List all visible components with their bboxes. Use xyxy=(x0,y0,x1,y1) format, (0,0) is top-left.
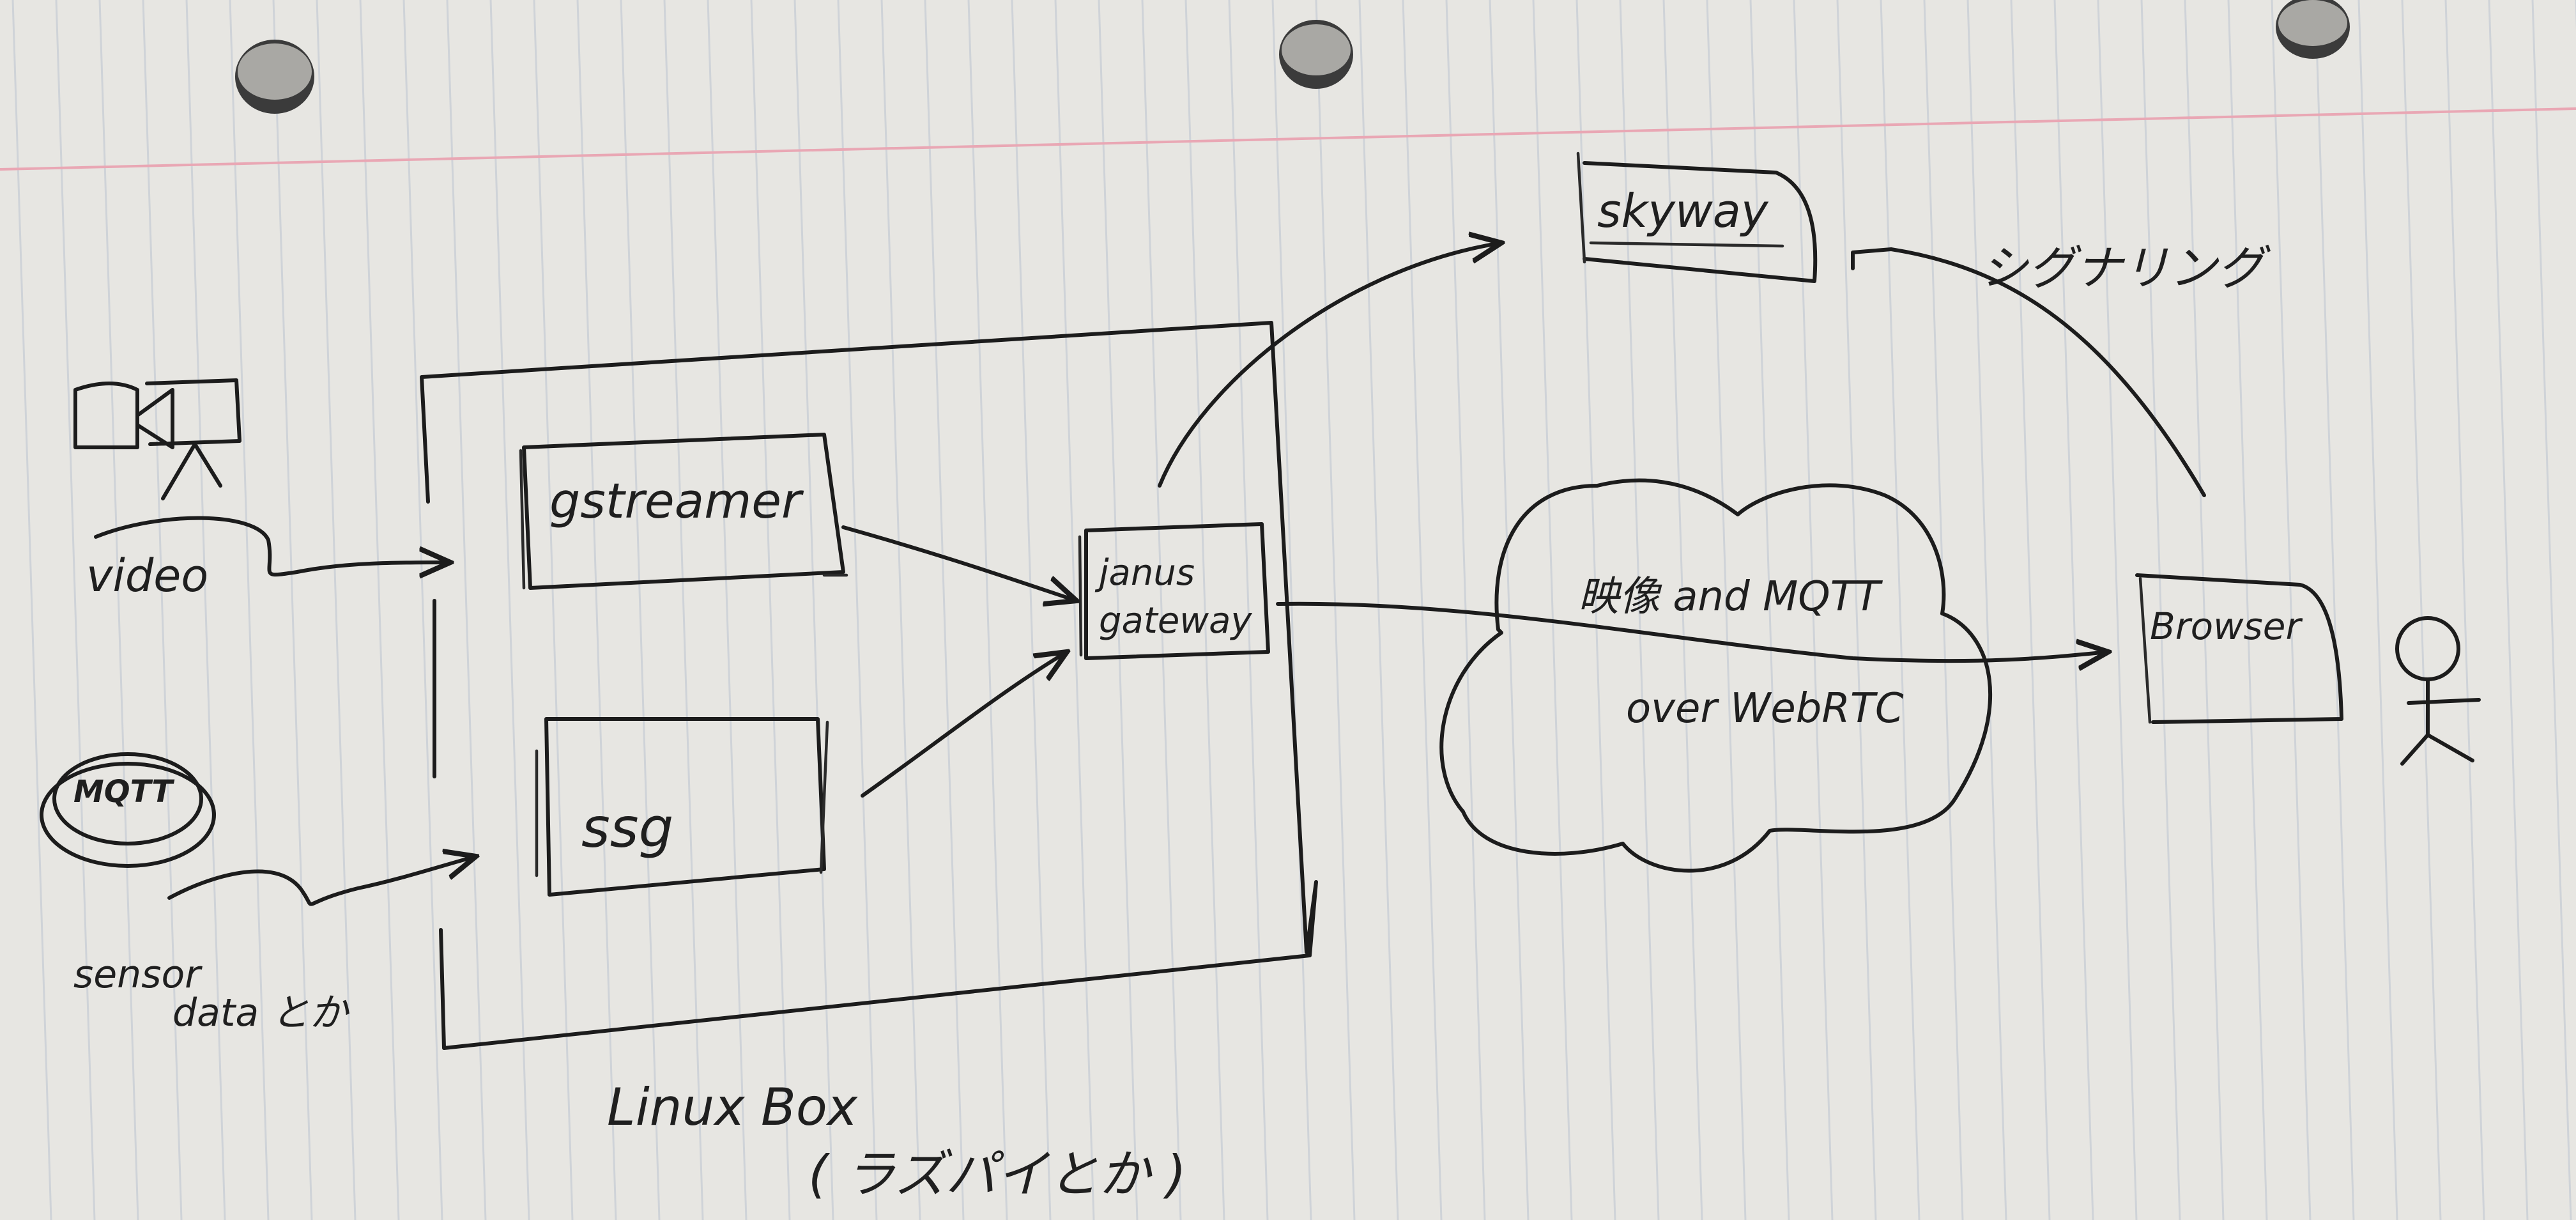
ruled-line xyxy=(2053,0,2094,1220)
ruled-line xyxy=(1011,0,1052,1220)
ruled-line xyxy=(837,0,878,1220)
ruled-line xyxy=(2314,0,2355,1220)
video-camera-icon xyxy=(73,378,241,500)
linux-box-sublabel: ( ラズパイとか ) xyxy=(808,1145,1186,1204)
ruled-line xyxy=(229,0,270,1220)
ruled-line xyxy=(750,0,791,1220)
ruled-line xyxy=(1532,0,1573,1220)
ruled-line xyxy=(185,0,226,1220)
sensor-arrow xyxy=(167,856,476,906)
gstreamer-to-janus-arrow xyxy=(841,525,1077,601)
ruled-line xyxy=(1793,0,1834,1220)
ruled-line xyxy=(620,0,661,1220)
ruled-line xyxy=(2401,0,2442,1220)
sensor-label-line1: sensor xyxy=(73,952,203,997)
ruled-lines xyxy=(12,0,2576,1220)
ruled-line xyxy=(446,0,487,1220)
ssg-to-janus-arrow xyxy=(861,652,1067,798)
sensor-label-line2: data とか xyxy=(172,991,349,1035)
linux-box-label: Linux Box xyxy=(607,1077,859,1137)
ruled-line xyxy=(576,0,617,1220)
ruled-line xyxy=(533,0,574,1220)
ruled-line xyxy=(98,0,139,1220)
mqtt-disc-icon xyxy=(40,752,216,868)
ruled-line xyxy=(55,0,96,1220)
ruled-line xyxy=(359,0,400,1220)
video-label: video xyxy=(86,550,208,602)
janus-label-line1: janus xyxy=(1094,552,1195,594)
skyway-label: skyway xyxy=(1597,184,1769,238)
ruled-line xyxy=(2358,0,2398,1220)
ruled-line xyxy=(1662,0,1703,1220)
gstreamer-label: gstreamer xyxy=(549,472,804,529)
ssg-box xyxy=(544,717,826,897)
browser-box xyxy=(2135,573,2343,724)
ruled-line xyxy=(1358,0,1399,1220)
ruled-line xyxy=(1966,0,2007,1220)
ruled-line xyxy=(489,0,530,1220)
ruled-line xyxy=(1445,0,1486,1220)
janus-label-line2: gateway xyxy=(1099,600,1252,642)
cloud-label-line1: 映像 and MQTT xyxy=(1578,573,1883,621)
ruled-line xyxy=(2140,0,2181,1220)
ruled-line xyxy=(1880,0,1920,1220)
ruled-line xyxy=(793,0,834,1220)
ruled-line xyxy=(663,0,704,1220)
janus-to-browser-arrow xyxy=(1276,601,2108,661)
janus-to-skyway-arrow xyxy=(1158,243,1501,488)
binder-holes xyxy=(235,0,2350,114)
ruled-line xyxy=(880,0,921,1220)
ruled-line xyxy=(707,0,747,1220)
gstreamer-box xyxy=(522,433,845,590)
video-arrow xyxy=(94,516,450,575)
ruled-line xyxy=(2097,0,2138,1220)
ruled-line xyxy=(1706,0,1747,1220)
ruled-line xyxy=(2271,0,2312,1220)
ruled-line xyxy=(1575,0,1616,1220)
ruled-line xyxy=(272,0,313,1220)
ruled-line xyxy=(12,0,52,1220)
janus-gateway-box xyxy=(1084,522,1270,660)
ruled-line xyxy=(1315,0,1356,1220)
ruled-line xyxy=(1271,0,1312,1220)
ruled-line xyxy=(1836,0,1877,1220)
ruled-line xyxy=(1054,0,1095,1220)
webrtc-cloud xyxy=(1439,478,1992,873)
ruled-line xyxy=(1098,0,1138,1220)
ruled-line xyxy=(316,0,356,1220)
ssg-label: ssg xyxy=(581,796,673,860)
ruled-line xyxy=(2444,0,2485,1220)
ruled-line xyxy=(924,0,965,1220)
ruled-line xyxy=(2531,0,2572,1220)
browser-label: Browser xyxy=(2150,605,2303,648)
browser-to-skyway-curve xyxy=(1851,247,2206,497)
skyway-box xyxy=(1583,161,1818,283)
ruled-line xyxy=(2010,0,2051,1220)
ruled-line xyxy=(1228,0,1269,1220)
ruled-line xyxy=(402,0,443,1220)
ruled-line xyxy=(2184,0,2225,1220)
person-icon xyxy=(2395,616,2481,766)
ruled-line xyxy=(967,0,1008,1220)
linux-box-frame xyxy=(420,321,1318,1050)
ruled-line xyxy=(2488,0,2529,1220)
signaling-label: シグナリング xyxy=(1981,241,2271,296)
mqtt-label: MQTT xyxy=(73,774,174,810)
ruled-line xyxy=(1141,0,1182,1220)
ruled-line xyxy=(1749,0,1790,1220)
ruled-line xyxy=(1489,0,1529,1220)
ruled-line xyxy=(1184,0,1225,1220)
ruled-line xyxy=(1619,0,1660,1220)
ruled-line xyxy=(2227,0,2268,1220)
ruled-line xyxy=(142,0,183,1220)
cloud-label-line2: over WebRTC xyxy=(1626,685,1904,732)
